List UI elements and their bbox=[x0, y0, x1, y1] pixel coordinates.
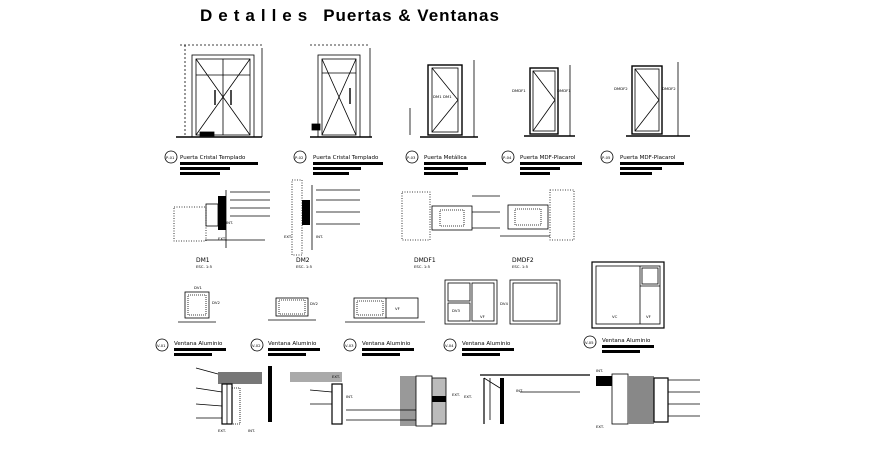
door-caption-p04: P-04 Puerta MDF-Placarol bbox=[501, 150, 582, 175]
wd4-ext-label: EXT. bbox=[464, 394, 472, 399]
detail-dmdf2: DMDF2 ESC. 1:5 bbox=[500, 189, 575, 269]
window-elevation-v01: DV1 DV2 bbox=[178, 285, 220, 323]
detail-scale-dmdf2: ESC. 1:5 bbox=[512, 264, 529, 269]
detail-dm2: EXT. INT. DM2 ESC. 1:5 bbox=[284, 179, 360, 269]
wd5-ext-label: EXT. bbox=[596, 424, 604, 429]
window-mark-vf-v03: VF bbox=[395, 306, 400, 311]
window-mark-vf-v04: VF bbox=[480, 314, 485, 319]
door-elevation-p04: DMDF1 DMDF1 bbox=[512, 65, 575, 137]
window-mark-vf-v05: VF bbox=[646, 314, 651, 319]
door-caption-p03: P-03 Puerta Metálica bbox=[405, 150, 486, 175]
wd5-int-label: INT. bbox=[596, 368, 603, 373]
window-caption-v03: V-03 Ventana Aluminio bbox=[343, 338, 414, 356]
door-elevation-p01 bbox=[176, 44, 263, 138]
dm1-ext-label: EXT. bbox=[218, 236, 226, 241]
wd3-ext-label: EXT. bbox=[452, 392, 460, 397]
door-tag-p02: P-02 bbox=[295, 155, 304, 160]
wd2-ext-label: EXT. bbox=[332, 374, 340, 379]
wd1-ext-label: EXT. bbox=[218, 428, 226, 433]
door-caption-p01: P-01 Puerta Cristal Templado bbox=[164, 150, 258, 175]
window-detail-1: EXT. INT. bbox=[195, 367, 262, 433]
door-tag-p03: P-03 bbox=[407, 155, 416, 160]
wd2-int-label: INT. bbox=[346, 394, 353, 399]
door-caption-text-p01: Puerta Cristal Templado bbox=[180, 155, 246, 161]
detail-dm1: INT. EXT. DM1 ESC. 1:5 bbox=[173, 190, 270, 269]
window-elevation-v04: DV3 VF DV4 bbox=[444, 279, 561, 325]
detail-code-dmdf1: DMDF1 bbox=[414, 257, 436, 264]
door-tag-p05: P-05 bbox=[602, 155, 611, 160]
detail-scale-dm2: ESC. 1:5 bbox=[296, 264, 313, 269]
window-tag-v01: V-01 bbox=[157, 343, 166, 348]
window-caption-text-v02: Ventana Aluminio bbox=[268, 341, 317, 347]
door-mark-dmdf2-left: DMDF2 bbox=[614, 86, 628, 91]
window-caption-text-v03: Ventana Aluminio bbox=[362, 341, 411, 347]
window-detail-5: INT. EXT. bbox=[596, 368, 700, 429]
window-detail-3: EXT. bbox=[346, 375, 460, 427]
window-caption-v01: V-01 Ventana Aluminio bbox=[155, 338, 226, 356]
door-tag-p01: P-01 bbox=[166, 155, 175, 160]
sheet-title: Detalles Puertas & Ventanas bbox=[200, 6, 500, 26]
detail-code-dm1: DM1 bbox=[196, 257, 210, 264]
door-mark-dmdf2-right: DMDF2 bbox=[662, 86, 676, 91]
window-caption-v04: V-04 Ventana Aluminio bbox=[443, 338, 514, 356]
door-caption-p02: P-02 Puerta Cristal Templado bbox=[293, 150, 383, 175]
window-caption-text-v01: Ventana Aluminio bbox=[174, 341, 223, 347]
window-mark-dv2: DV2 bbox=[212, 300, 220, 305]
door-elevation-p03: DM1 DM1 bbox=[409, 60, 478, 138]
dm2-ext-label: EXT. bbox=[284, 234, 292, 239]
window-tag-v02: V-02 bbox=[252, 343, 261, 348]
window-caption-text-v05: Ventana Aluminio bbox=[602, 338, 651, 344]
door-caption-text-p04: Puerta MDF-Placarol bbox=[520, 155, 576, 161]
door-elevation-p02 bbox=[310, 44, 372, 138]
door-caption-text-p05: Puerta MDF-Placarol bbox=[620, 155, 676, 161]
door-caption-p05: P-05 Puerta MDF-Placarol bbox=[600, 150, 684, 175]
door-caption-text-p03: Puerta Metálica bbox=[424, 154, 467, 161]
window-detail-2: EXT. INT. bbox=[268, 366, 353, 425]
window-mark-dv2-b: DV2 bbox=[310, 301, 318, 306]
wd1-int-label: INT. bbox=[248, 428, 255, 433]
detail-scale-dmdf1: ESC. 1:5 bbox=[414, 264, 431, 269]
window-elevation-v02: DV2 bbox=[268, 297, 318, 321]
door-elevation-p05: DMDF2 DMDF2 bbox=[614, 62, 690, 137]
door-caption-text-p02: Puerta Cristal Templado bbox=[313, 155, 379, 161]
dm2-int-label: INT. bbox=[316, 234, 323, 239]
detail-dmdf1: DMDF1 ESC. 1:5 bbox=[401, 191, 500, 269]
door-mark-dmdf1-left: DMDF1 bbox=[512, 88, 526, 93]
window-mark-dv1: DV1 bbox=[194, 285, 202, 290]
window-tag-v05: V-05 bbox=[585, 340, 594, 345]
door-tag-p04: P-04 bbox=[503, 155, 512, 160]
window-elevation-v05: VC VF bbox=[591, 261, 665, 329]
door-mark-dm1-right: DM1 bbox=[443, 94, 452, 99]
window-mark-dv3: DV3 bbox=[452, 308, 460, 313]
title-part-detalles: Detalles bbox=[200, 6, 314, 25]
detail-scale-dm1: ESC. 1:5 bbox=[196, 264, 213, 269]
window-caption-v05: V-05 Ventana Aluminio bbox=[583, 335, 654, 353]
door-mark-dm1-left: DM1 bbox=[433, 94, 442, 99]
window-caption-text-v04: Ventana Aluminio bbox=[462, 341, 511, 347]
window-detail-4: INT. EXT. bbox=[464, 374, 590, 424]
window-elevation-v03: VF bbox=[345, 297, 425, 323]
window-mark-vc: VC bbox=[612, 314, 618, 319]
window-mark-dv4: DV4 bbox=[500, 301, 508, 306]
detail-code-dmdf2: DMDF2 bbox=[512, 257, 534, 264]
door-mark-dmdf1-right: DMDF1 bbox=[557, 88, 571, 93]
dm1-int-label: INT. bbox=[226, 220, 233, 225]
window-tag-v04: V-04 bbox=[445, 343, 454, 348]
window-caption-v02: V-02 Ventana Aluminio bbox=[250, 338, 320, 356]
title-part-puertas-ventanas: Puertas & Ventanas bbox=[323, 6, 500, 25]
wd4-int-label: INT. bbox=[516, 388, 523, 393]
detail-code-dm2: DM2 bbox=[296, 257, 310, 264]
window-tag-v03: V-03 bbox=[345, 343, 354, 348]
